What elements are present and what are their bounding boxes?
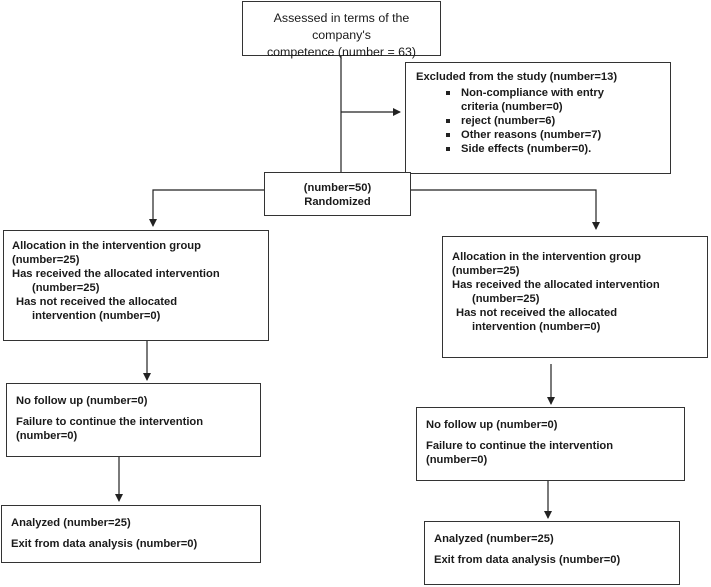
right-no-followup: No follow up (number=0) [426,419,558,431]
right-not-received: Has not received the allocated [456,307,618,319]
excluded-reason: Side effects (number=0). [446,142,670,156]
left-allocation-count: (number=25) [12,254,80,266]
left-no-followup: No follow up (number=0) [16,395,148,407]
right-allocation-title: Allocation in the intervention group [452,251,641,263]
excluded-reason: reject (number=6) [446,114,670,128]
excluded-reason: Non-compliance with entry criteria (numb… [446,86,670,114]
left-allocation-title: Allocation in the intervention group [12,240,201,252]
right-failure-count: (number=0) [426,454,488,466]
right-allocation-box: Allocation in the intervention group (nu… [442,236,708,358]
excluded-title: Excluded from the study (number=13) [416,71,618,83]
right-received: Has received the allocated intervention [452,279,660,291]
assessed-line-2: competence (number = 63) [266,45,417,59]
right-analysis-box: Analyzed (number=25) Exit from data anal… [424,521,680,585]
left-received-count: (number=25) [32,282,100,294]
left-analysis-box: Analyzed (number=25) Exit from data anal… [1,505,261,563]
left-exit: Exit from data analysis (number=0) [11,538,198,550]
left-followup-box: No follow up (number=0) Failure to conti… [6,383,261,457]
left-allocation-box: Allocation in the intervention group (nu… [3,230,269,341]
left-not-received: Has not received the allocated [16,296,178,308]
right-allocation-count: (number=25) [452,265,520,277]
left-failure-count: (number=0) [16,430,78,442]
right-analyzed: Analyzed (number=25) [434,533,554,545]
excluded-reason: Other reasons (number=7) [446,128,670,142]
assessed-line-1: Assessed in terms of the company's [273,11,410,42]
left-analyzed: Analyzed (number=25) [11,517,131,529]
right-failure: Failure to continue the intervention [426,440,614,452]
right-not-received-count: intervention (number=0) [472,321,601,333]
connector-to-right-allocation [411,189,600,230]
randomized-count: (number=50) [303,182,372,194]
excluded-reasons-list: Non-compliance with entry criteria (numb… [416,86,670,156]
left-failure: Failure to continue the intervention [16,416,204,428]
left-not-received-count: intervention (number=0) [32,310,161,322]
randomized-label: Randomized [304,196,371,208]
randomized-box: (number=50) Randomized [264,172,411,216]
excluded-box: Excluded from the study (number=13) Non-… [405,62,671,174]
connector-to-left-allocation [149,189,264,227]
right-followup-box: No follow up (number=0) Failure to conti… [416,407,685,481]
assessed-box: Assessed in terms of the company's compe… [242,1,441,59]
right-exit: Exit from data analysis (number=0) [434,554,621,566]
right-received-count: (number=25) [472,293,540,305]
left-received: Has received the allocated intervention [12,268,220,280]
